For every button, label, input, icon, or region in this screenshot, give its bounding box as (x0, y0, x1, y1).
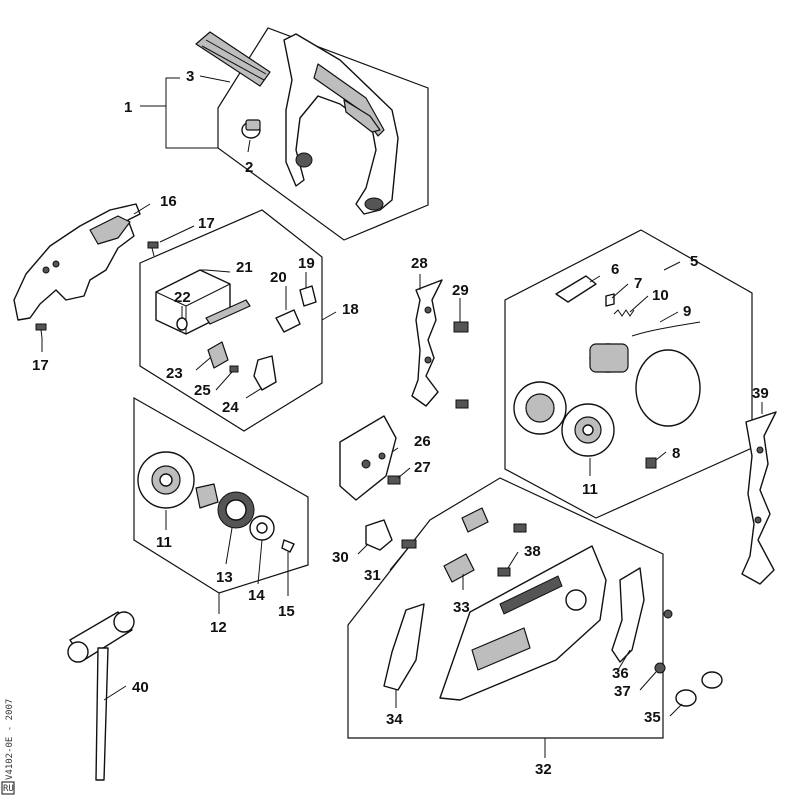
doc-mark: RU (3, 784, 14, 794)
label-part-25: 25 (194, 382, 211, 399)
part-2-bush (241, 119, 261, 139)
part-15-clip (281, 539, 295, 553)
label-part-2: 2 (245, 159, 253, 176)
outline-group-18 (139, 209, 323, 432)
part-28-bumper (411, 279, 443, 407)
label-part-28: 28 (411, 255, 428, 272)
part-3-label-plate (195, 31, 271, 87)
leader-lines (41, 75, 763, 758)
part-36-catcher (611, 567, 645, 663)
label-part-13: 13 (216, 569, 233, 586)
parts (13, 31, 777, 781)
label-part-17-top: 17 (198, 215, 215, 232)
part-22-o-ring (176, 317, 188, 331)
label-part-7: 7 (634, 275, 642, 292)
label-part-35: 35 (644, 709, 661, 726)
outline-group-5 (504, 229, 753, 519)
label-part-27: 27 (414, 459, 431, 476)
part-8-screw (645, 457, 657, 469)
part-starter-spring (635, 349, 701, 427)
label-part-10: 10 (652, 287, 669, 304)
label-part-39: 39 (752, 385, 769, 402)
part-32-sprocket-cover (439, 545, 607, 701)
doc-mark-box (1, 781, 15, 795)
label-part-3: 3 (186, 68, 194, 85)
label-part-24: 24 (222, 399, 239, 416)
part-17-screws (35, 241, 159, 339)
part-labels: 1 2 3 5 6 7 8 9 10 11 11 12 13 14 15 16 … (32, 68, 769, 778)
part-11-rotor-b (561, 403, 615, 457)
label-part-5: 5 (690, 253, 698, 270)
label-part-31: 31 (364, 567, 381, 584)
label-part-23: 23 (166, 365, 183, 382)
part-27-screw (387, 475, 401, 485)
part-34-guard-plate (383, 603, 425, 691)
part-1-hand-guard (283, 33, 399, 215)
label-part-34: 34 (386, 711, 403, 728)
label-part-1: 1 (124, 99, 132, 116)
part-23-nut (207, 341, 229, 369)
part-33-slider (443, 553, 475, 583)
part-40-wrench (67, 611, 135, 781)
label-part-20: 20 (270, 269, 287, 286)
label-part-11-starter: 11 (582, 481, 598, 498)
part-13-spring-housing (195, 483, 255, 529)
label-part-18: 18 (342, 301, 359, 318)
part-20-clip (275, 309, 301, 333)
part-35-nuts (675, 671, 723, 707)
label-part-8: 8 (672, 445, 680, 462)
part-11-rotor-a (137, 451, 195, 509)
part-25-screw (229, 365, 239, 373)
part-6-lever (555, 275, 597, 303)
outline-group-12 (133, 396, 309, 594)
label-part-17-left: 17 (32, 357, 49, 374)
outline-group-32 (347, 477, 664, 739)
label-part-22: 22 (174, 289, 191, 306)
part-29-screws (453, 321, 469, 409)
part-21-tensioner (155, 269, 251, 335)
doc-code: V4102-0E - 2007 (5, 699, 15, 780)
label-part-14: 14 (248, 587, 265, 604)
part-31-screw (401, 539, 417, 549)
part-26-guide-plate (339, 415, 397, 501)
part-rope-drum (589, 343, 629, 373)
label-part-29: 29 (452, 282, 469, 299)
label-part-9: 9 (683, 303, 691, 320)
label-part-6: 6 (611, 261, 619, 278)
label-part-38: 38 (524, 543, 541, 560)
part-38-screws (497, 523, 527, 577)
part-33-slider-top (461, 507, 489, 533)
part-24-plate (253, 355, 277, 391)
label-part-26: 26 (414, 433, 431, 450)
part-9-rope (631, 321, 701, 337)
label-part-11-rewind: 11 (156, 534, 172, 551)
part-39-bumper (741, 411, 777, 585)
part-30-bracket (365, 519, 393, 551)
label-part-40: 40 (132, 679, 149, 696)
part-16-cover (13, 203, 141, 321)
label-part-19: 19 (298, 255, 315, 272)
label-part-33: 33 (453, 599, 470, 616)
part-10-spring (613, 309, 635, 317)
part-starter-wheel (513, 381, 567, 435)
label-part-30: 30 (332, 549, 349, 566)
part-19-clip (299, 285, 317, 307)
label-part-21: 21 (236, 259, 253, 276)
label-part-15: 15 (278, 603, 295, 620)
label-part-32: 32 (535, 761, 552, 778)
part-7-clip (605, 293, 615, 307)
label-part-37: 37 (614, 683, 631, 700)
label-part-36: 36 (612, 665, 629, 682)
part-37-nuts (654, 609, 673, 674)
label-part-12: 12 (210, 619, 227, 636)
label-part-16: 16 (160, 193, 177, 210)
part-14-washer (249, 515, 275, 541)
